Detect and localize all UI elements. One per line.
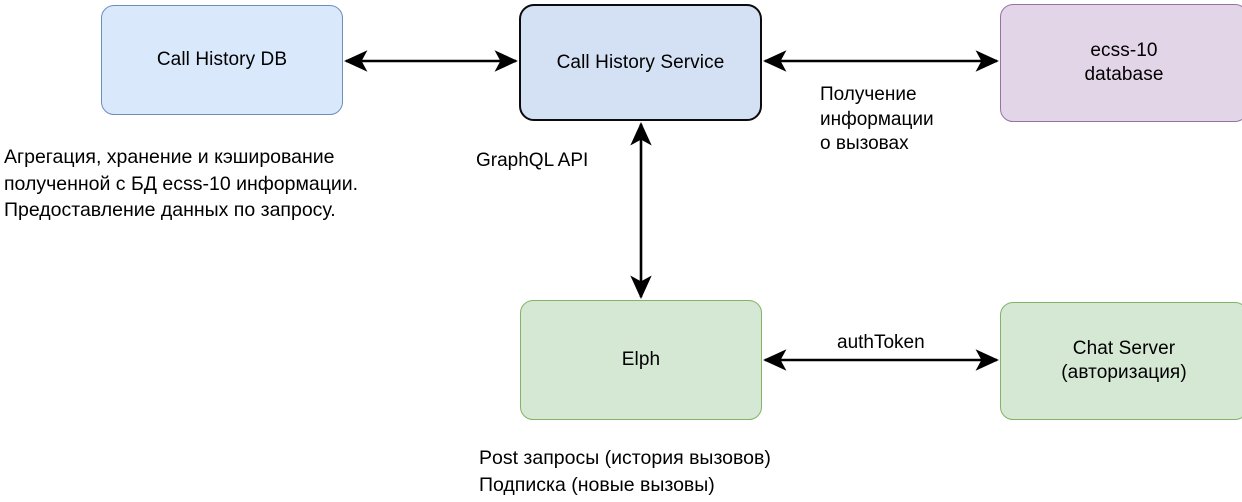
node-ecss-10-database[interactable]: ecss-10 database: [1000, 4, 1242, 122]
node-call-history-db-label: Call History DB: [156, 49, 288, 71]
node-chat-server[interactable]: Chat Server (авторизация): [1000, 302, 1242, 420]
node-elph-label: Elph: [621, 349, 661, 371]
node-call-history-service-label: Call History Service: [556, 51, 725, 73]
note-elph: Post запросы (история вызовов) Подписка …: [479, 447, 771, 496]
node-elph[interactable]: Elph: [520, 300, 762, 420]
edge-label-auth-token: authToken: [837, 332, 925, 353]
edge-label-poluchenie-informacii: Получение информации о вызовах: [820, 84, 934, 155]
edge-label-graphql-api: GraphQL API: [476, 150, 589, 171]
node-ecss-10-database-label: ecss-10 database: [1084, 40, 1164, 85]
node-call-history-service[interactable]: Call History Service: [519, 4, 762, 121]
node-chat-server-label: Chat Server (авторизация): [1061, 338, 1187, 383]
note-call-history-db: Агрегация, хранение и кэширование получе…: [4, 146, 359, 222]
node-call-history-db[interactable]: Call History DB: [101, 5, 343, 115]
